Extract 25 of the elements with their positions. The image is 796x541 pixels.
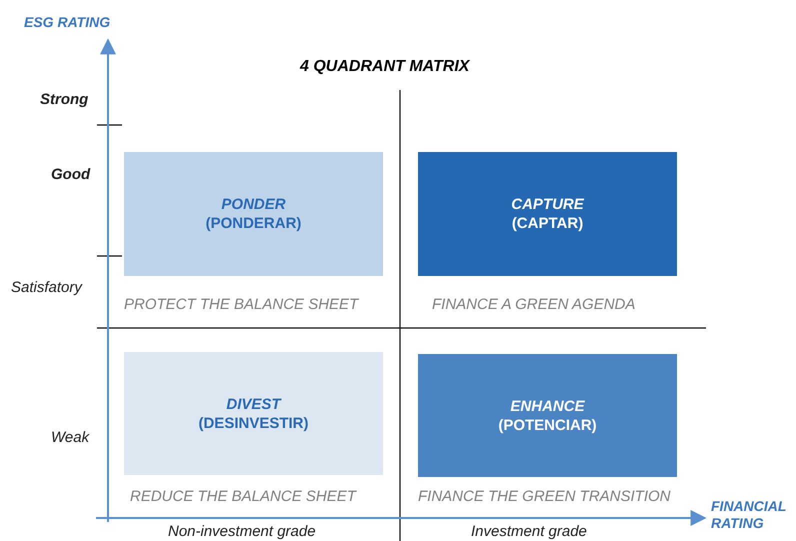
quadrant-box: [418, 152, 677, 276]
axis-category: Weak: [51, 429, 90, 446]
quadrant-box: [418, 354, 677, 477]
quadrant-subtitle: (POTENCIAR): [498, 416, 597, 434]
axis-category: Strong: [40, 91, 88, 108]
quadrant-caption: REDUCE THE BALANCE SHEET: [130, 488, 356, 505]
quadrant-heading: DIVEST: [226, 394, 281, 414]
quadrant-subtitle: (DESINVESTIR): [198, 414, 308, 432]
axis-title: ESG RATING: [24, 14, 110, 30]
quadrant-heading: CAPTURE: [511, 195, 584, 214]
quadrant-box: [124, 152, 383, 276]
title: 4 QUADRANT MATRIX: [300, 58, 470, 76]
quadrant-heading: ENHANCE: [510, 396, 585, 416]
axis-category: Satisfatory: [11, 279, 82, 296]
quadrant-subtitle: (PONDERAR): [206, 214, 302, 233]
axis-category: Non-investment grade: [168, 523, 316, 540]
quadrant-box: [124, 352, 383, 475]
axis-title: FINANCIAL RATING: [711, 498, 788, 532]
axis-category: Investment grade: [471, 523, 587, 540]
axis-category: Good: [51, 166, 90, 183]
quadrant-heading: PONDER: [221, 195, 286, 214]
quadrant-subtitle: (CAPTAR): [512, 214, 584, 233]
quadrant-caption: FINANCE THE GREEN TRANSITION: [418, 488, 671, 505]
quadrant-caption: FINANCE A GREEN AGENDA: [432, 296, 636, 313]
quadrant-caption: PROTECT THE BALANCE SHEET: [124, 296, 358, 313]
